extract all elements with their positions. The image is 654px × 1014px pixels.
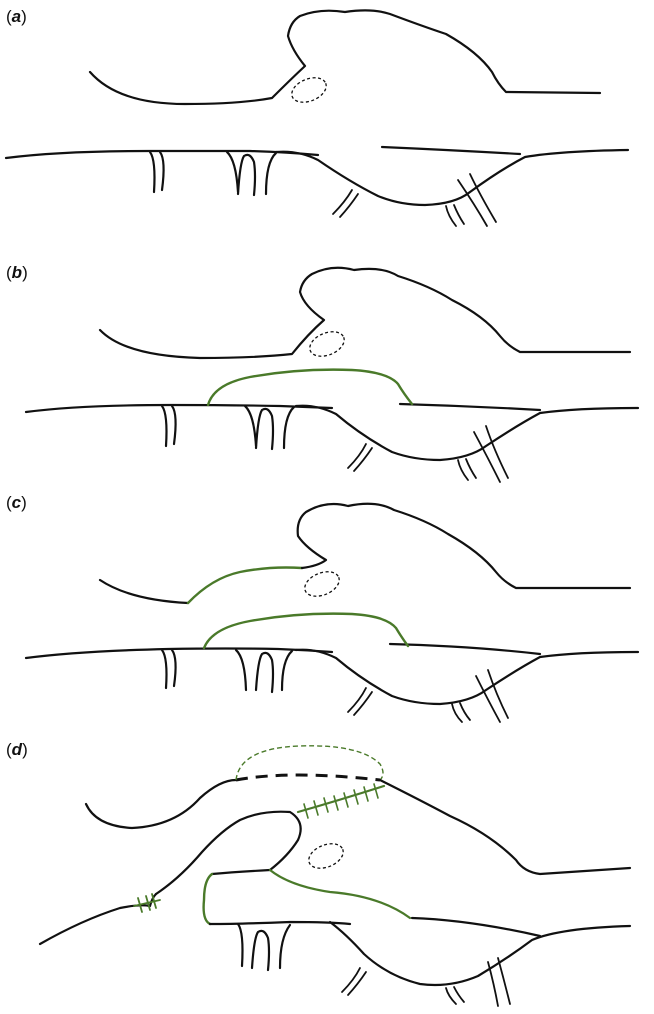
panel-c-prong-4 <box>282 651 292 690</box>
panel-b-lower-belly <box>296 406 638 460</box>
panel-a-prong-1 <box>150 152 164 192</box>
panel-c-prong-3 <box>256 653 273 692</box>
panel-d-top-flap <box>86 780 236 828</box>
panel-b-lower-right-line <box>400 404 540 410</box>
panel-b-prong-4 <box>284 407 294 448</box>
panel-d-tongue-base <box>212 870 270 874</box>
panel-c-prong-2 <box>236 650 246 690</box>
panel-d-green-inner-line <box>270 870 410 918</box>
panel-c-drawing <box>26 504 638 722</box>
panel-b-legs-mid <box>458 459 476 480</box>
panel-b-drawing <box>26 268 638 482</box>
panel-b-prong-1 <box>162 406 176 446</box>
panel-a-upper-outline <box>90 10 600 104</box>
panel-c-upper-black <box>100 580 188 603</box>
panel-b-lower-left-line <box>26 405 332 412</box>
panel-a-lower-belly <box>276 150 628 205</box>
panel-d-prong-2 <box>252 931 269 970</box>
panel-c-lower-belly <box>296 650 638 704</box>
panel-d-dashed-green-dome <box>236 746 383 780</box>
panel-d-dashed-oval <box>305 839 347 873</box>
panel-a-legs-right <box>458 174 496 226</box>
panel-b-green-graft <box>208 370 412 405</box>
panel-b-prong-2 <box>245 406 256 446</box>
panel-d-green-seam <box>298 786 384 812</box>
panel-d-seam-stitches <box>304 784 378 818</box>
panel-b-upper-outline <box>100 268 630 358</box>
panel-a-legs-mid <box>446 205 464 226</box>
panel-c-legs-left <box>348 688 372 715</box>
panel-c-lower-right-line <box>390 644 540 654</box>
panel-a-prong-3 <box>238 155 255 195</box>
panel-d-drawing <box>40 746 630 1006</box>
panel-c-dashed-oval <box>301 567 343 601</box>
panel-d-legs-right <box>488 958 510 1006</box>
panel-d-green-left-edge <box>204 874 212 924</box>
panel-c-upper-lobe <box>298 504 630 588</box>
panel-d-inner-tongue <box>156 812 301 894</box>
panel-c-prong-1 <box>162 650 176 688</box>
panel-d-dashed-black <box>236 775 380 780</box>
panel-c-lower-left-line <box>26 649 332 659</box>
panel-a-drawing <box>6 10 628 226</box>
panel-a-prong-2 <box>227 152 238 192</box>
panel-d-limb-stitches <box>134 894 160 912</box>
panel-c-legs-mid <box>452 703 470 722</box>
panel-d-legs-mid <box>446 987 464 1004</box>
panel-d-lower-right-line <box>412 918 540 936</box>
panel-c-green-flap <box>188 568 302 604</box>
panel-a-lower-right-line <box>382 147 520 154</box>
panel-a-prong-4 <box>266 153 276 194</box>
panel-a-legs-left <box>333 190 358 217</box>
panel-b-legs-left <box>348 444 372 471</box>
panel-a-dashed-oval <box>288 73 330 107</box>
panel-d-prong-3 <box>280 925 290 968</box>
panel-d-lower-belly <box>330 922 630 985</box>
panel-b-prong-3 <box>256 409 273 449</box>
panel-d-legs-left <box>342 968 366 995</box>
panel-d-prong-1 <box>238 924 243 966</box>
panel-d-right-shoulder <box>380 780 630 874</box>
panel-c-green-graft <box>204 614 408 648</box>
